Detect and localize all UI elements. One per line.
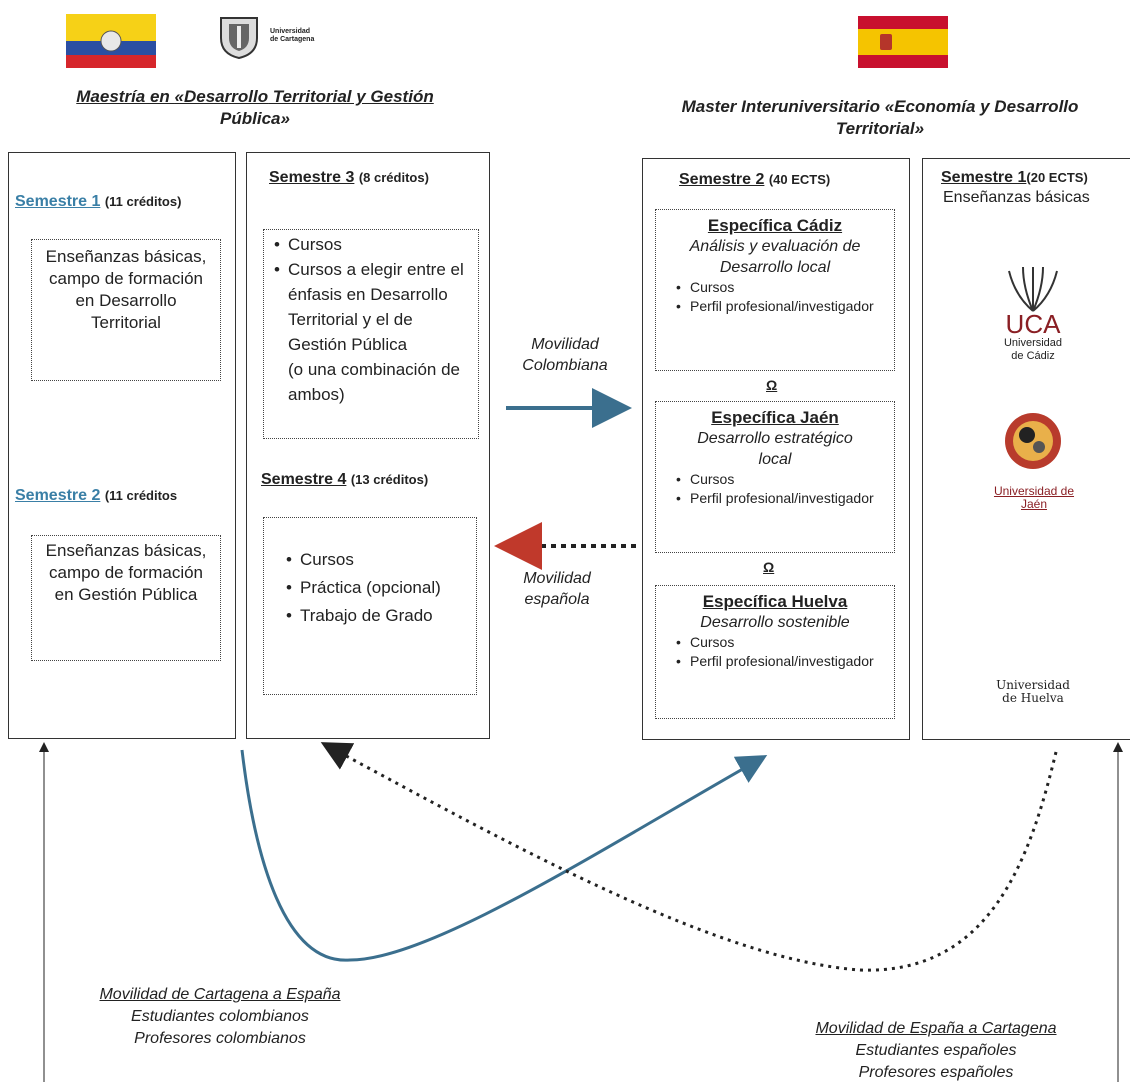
uca-caption-line2: de Cádiz [1011,350,1055,362]
sem2-credits: (11 créditos [104,488,178,503]
spec-cadiz-list: Cursos Perfil profesional/investigador [656,278,894,316]
title-link: «Desarrollo [174,87,269,106]
sem4-heading: Semestre 4 (13 créditos) [261,471,428,489]
panel-sem-1-2: Semestre 1 (11 créditos) Enseñanzas bási… [8,152,236,739]
panel-sem-3-4: Semestre 3 (8 créditos) Cursos Cursos a … [246,152,490,739]
spec-huelva-box: Específica Huelva Desarrollo sostenible … [655,585,895,719]
mob-esp-line2: española [524,591,590,608]
sem4-box: Cursos Práctica (opcional) Trabajo de Gr… [263,517,477,695]
movilidad-colombiana-label: Movilidad Colombiana [500,334,630,376]
jaen-caption-line2: Jaén [1020,497,1048,511]
bottom-right-line2: Profesores españoles [858,1064,1014,1081]
logo-text-line1: Universidad [270,28,311,35]
cartagena-to-spain-curve [240,749,768,962]
sem4-item: Cursos [286,546,468,574]
logo-text-line2: de Cartagena [270,36,315,43]
spain-sem1-credits: (20 ECTS) [1026,170,1088,185]
sem1-credits: (11 créditos) [104,194,182,209]
title-part1: Maestría en [76,87,175,106]
spec-jaen-box: Específica Jaén Desarrollo estratégico l… [655,401,895,553]
sem2-box: Enseñanzas básicas, campo de formación e… [31,535,221,661]
spec-jaen-list: Cursos Perfil profesional/investigador [656,470,894,508]
spec-jaen-subtitle: Desarrollo estratégico local [697,430,853,468]
spec-huelva-subtitle: Desarrollo sostenible [700,614,850,631]
mob-col-line2: Colombiana [522,357,608,374]
spec-cadiz-title: Específica Cádiz [707,216,843,235]
sem1-box-text: Enseñanzas básicas, campo de formación e… [45,247,207,332]
left-program-title: Maestría en «Desarrollo Territorial y Ge… [30,86,480,130]
sem3-heading: Semestre 3 (8 créditos) [269,169,429,187]
spain-sem1-heading: Semestre 1(20 ECTS) [941,169,1088,187]
bottom-left-caption: Movilidad de Cartagena a España Estudian… [60,984,380,1050]
sem3-item: Cursos [274,232,470,257]
bottom-left-heading: Movilidad de Cartagena a España [99,986,341,1003]
spec-item: Cursos [676,633,894,652]
mob-esp-line1: Movilidad [523,570,591,587]
spec-huelva-title: Específica Huelva [702,592,848,611]
jaen-logo-icon [1005,413,1061,469]
spain-flag-icon [858,16,948,68]
spec-huelva-list: Cursos Perfil profesional/investigador [656,633,894,671]
sem3-box: Cursos Cursos a elegir entre el énfasis … [263,229,479,439]
huelva-caption-line2: de Huelva [1002,691,1064,705]
sem2-heading: Semestre 2 (11 créditos [15,487,177,505]
right-title-line2: Territorial» [835,119,925,138]
panel-spain-sem-2: Semestre 2 (40 ECTS) Específica Cádiz An… [642,158,910,740]
title-part3: Territorial y Gestión [268,87,434,106]
sem2-box-text: Enseñanzas básicas, campo de formación e… [45,541,207,604]
bottom-right-heading: Movilidad de España a Cartagena [815,1020,1057,1037]
sem2-title: Semestre 2 [15,487,101,504]
sem4-item: Práctica (opcional) [286,574,468,602]
spec-jaen-title: Específica Jaén [711,408,839,427]
movilidad-espanola-label: Movilidad española [502,568,612,610]
spain-sem2-credits: (40 ECTS) [768,172,831,187]
right-program-title: Master Interuniversitario «Economía y De… [640,96,1120,140]
spec-item: Perfil profesional/investigador [676,489,894,508]
spain-sem2-title: Semestre 2 [679,171,765,188]
spec-item: Cursos [676,278,894,297]
colombia-flag-icon [66,14,156,68]
jaen-caption-line1: Universidad de [993,484,1075,498]
huelva-caption-line1: Universidad [996,678,1070,692]
spec-item: Perfil profesional/investigador [676,297,894,316]
sem4-title: Semestre 4 [261,471,347,488]
spec-item: Perfil profesional/investigador [676,652,894,671]
spec-cadiz-box: Específica Cádiz Análisis y evaluación d… [655,209,895,371]
spain-sem1-title: Semestre 1 [941,169,1027,186]
sem3-item: Cursos a elegir entre el énfasis en Desa… [274,257,470,357]
sem4-item: Trabajo de Grado [286,602,468,630]
sem1-title: Semestre 1 [15,193,101,210]
omega-symbol: Ω [763,559,775,575]
sem4-list: Cursos Práctica (opcional) Trabajo de Gr… [264,518,476,630]
uca-caption-line1: Universidad [1003,337,1063,349]
bottom-right-line1: Estudiantes españoles [855,1042,1017,1059]
uca-logo-icon [1008,266,1058,312]
huelva-caption: Universidad de Huelva [983,679,1083,705]
sem4-credits: (13 créditos) [350,472,429,487]
sem1-box: Enseñanzas básicas, campo de formación e… [31,239,221,381]
bottom-left-line2: Profesores colombianos [134,1030,306,1047]
bottom-right-caption: Movilidad de España a Cartagena Estudian… [776,1018,1096,1084]
uca-caption: Universidad de Cádiz [991,337,1075,363]
sem3-credits: (8 créditos) [358,170,429,185]
universidad-cartagena-shield-icon [220,17,258,60]
panel-spain-sem-1: Semestre 1(20 ECTS) Enseñanzas básicas U… [922,158,1130,740]
right-title-line1: Master Interuniversitario «Economía y De… [681,97,1079,116]
sem3-note: (o una combinación de ambos) [288,360,461,404]
omega-symbol: Ω [766,377,778,393]
bottom-left-line1: Estudiantes colombianos [131,1008,309,1025]
spain-sem2-heading: Semestre 2 (40 ECTS) [679,171,830,189]
mob-col-line1: Movilidad [531,336,599,353]
jaen-caption: Universidad de Jaén [979,485,1089,511]
sem1-heading: Semestre 1 (11 créditos) [15,193,181,211]
title-line2: Pública» [220,109,290,128]
sem3-title: Semestre 3 [269,169,355,186]
spec-item: Cursos [676,470,894,489]
spec-cadiz-subtitle: Análisis y evaluación de Desarrollo loca… [689,238,861,276]
sem3-list: Cursos Cursos a elegir entre el énfasis … [264,230,478,357]
uca-text: UCA [1005,309,1061,339]
spain-sem1-subtitle: Enseñanzas básicas [943,189,1090,206]
